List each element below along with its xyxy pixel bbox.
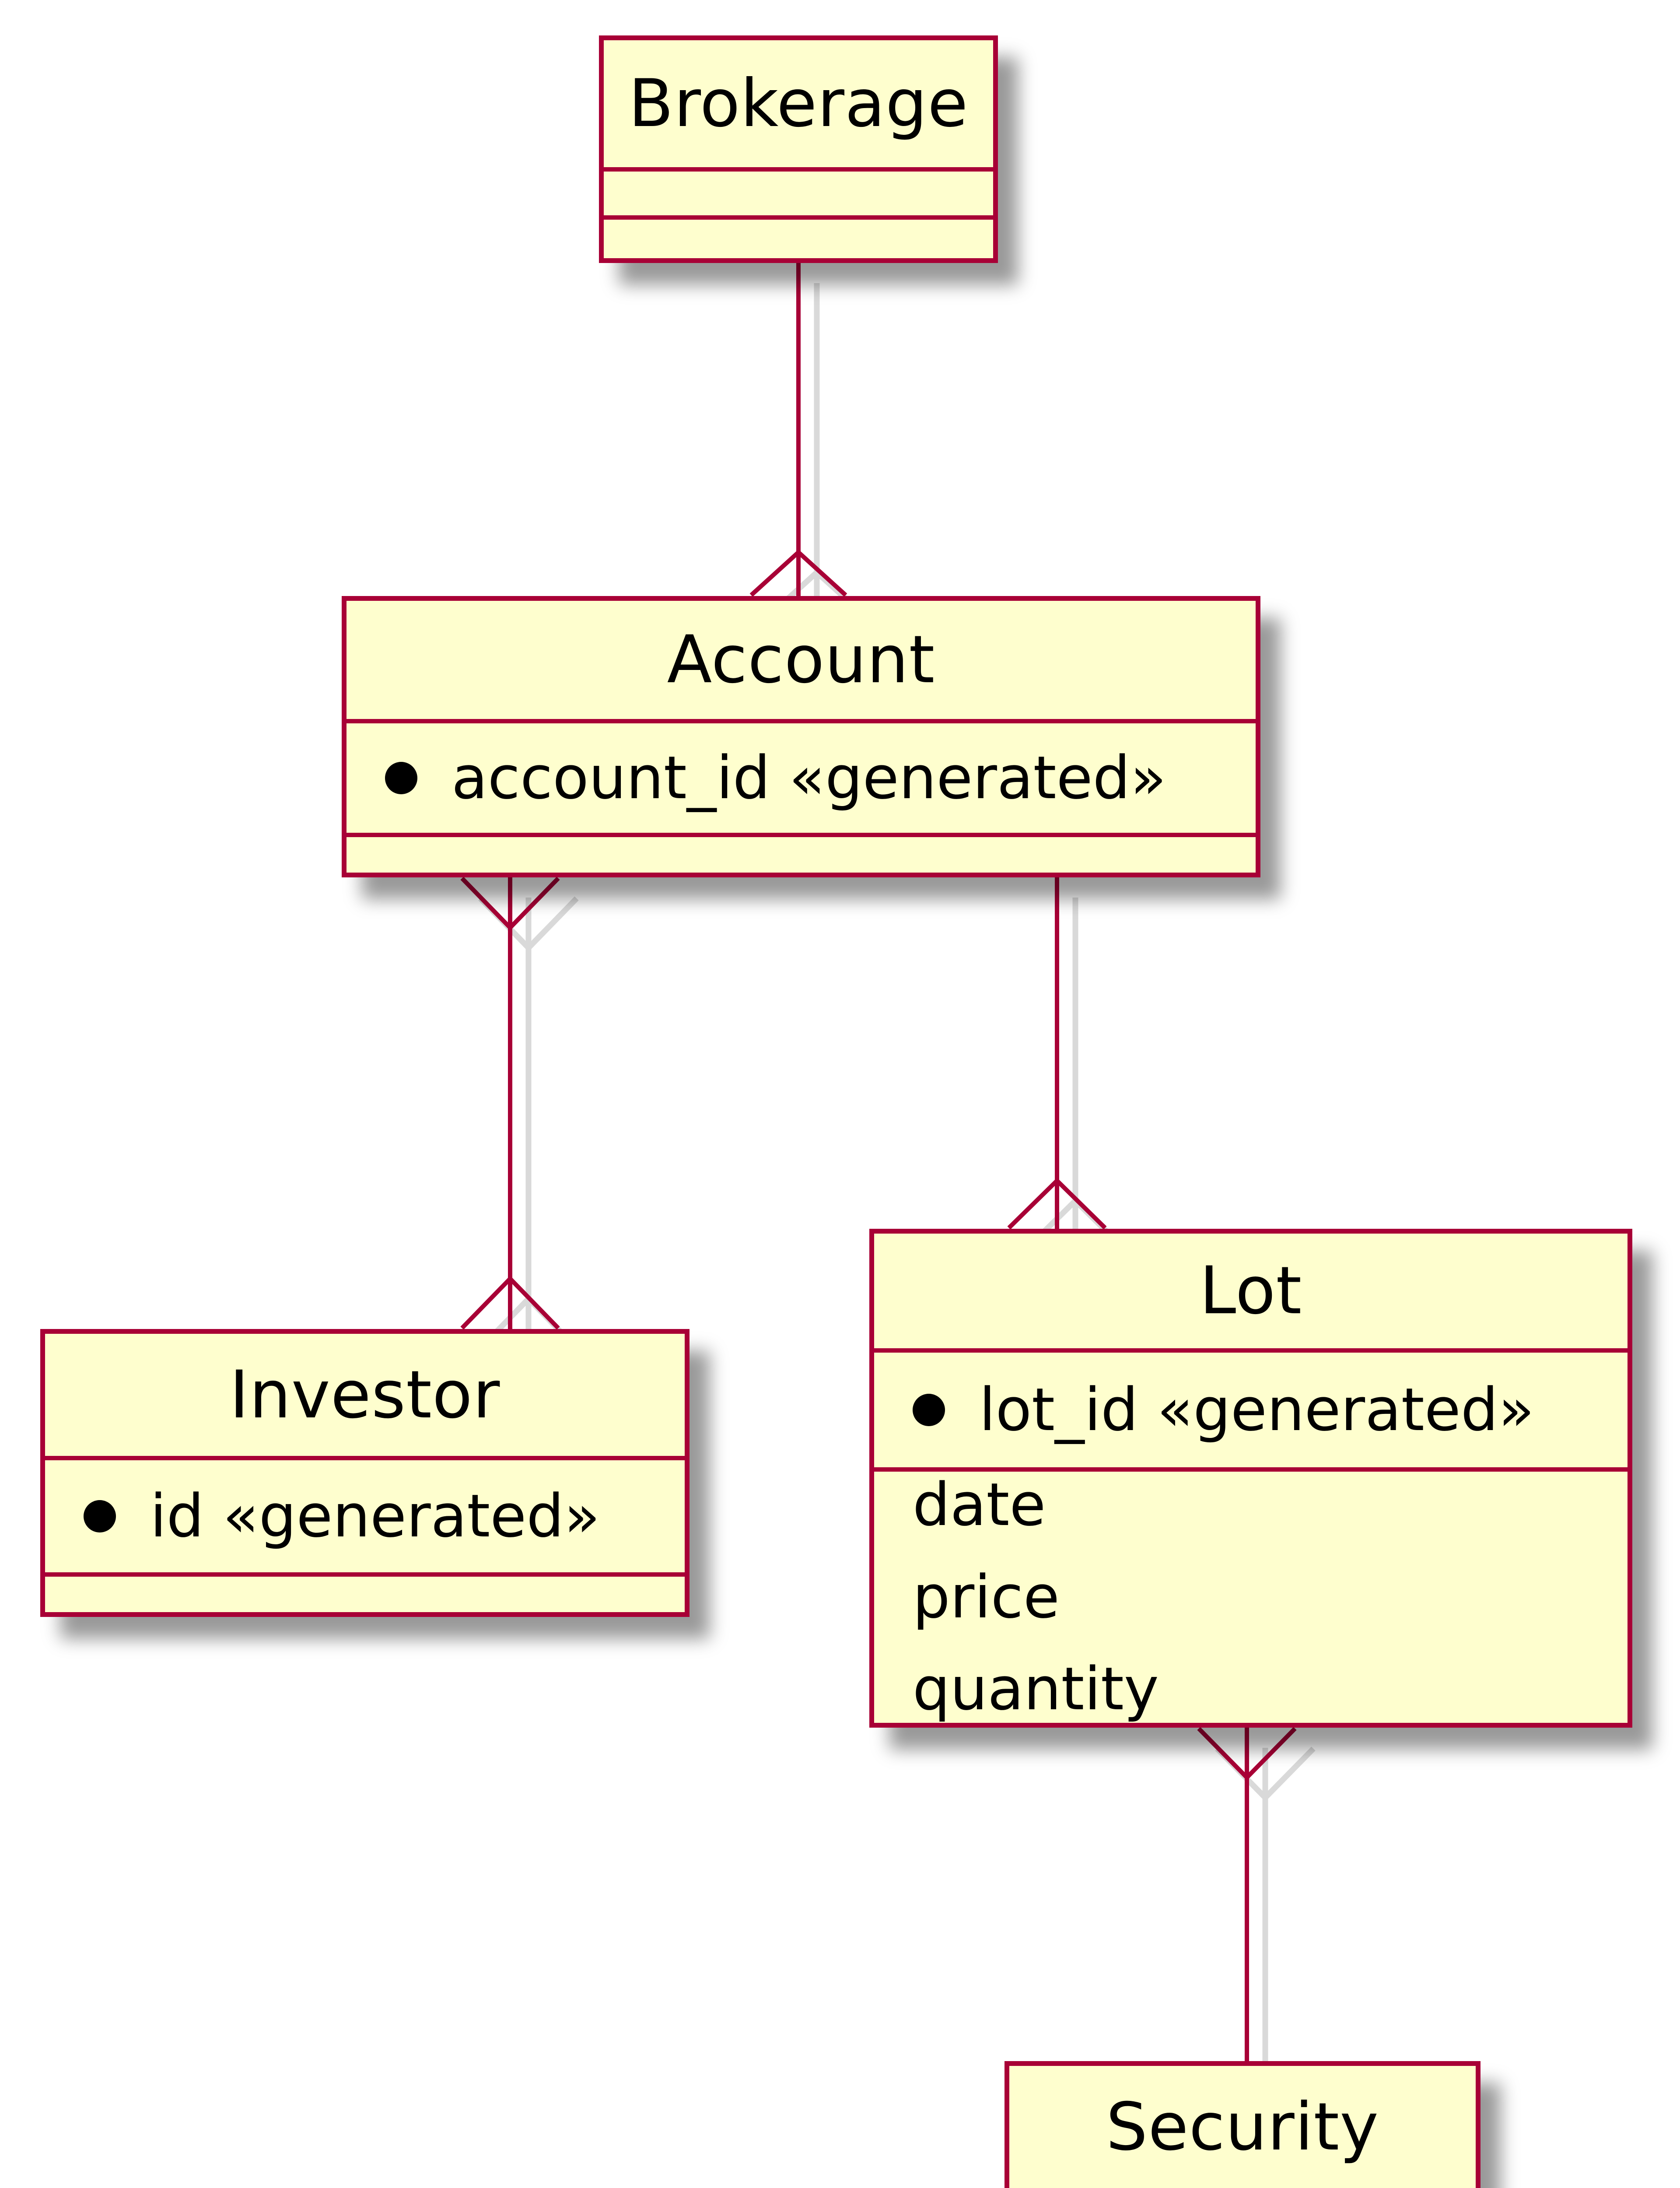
fields-compartment: lot_id «generated» (874, 1348, 1628, 1467)
crows-foot-lot-bottom (1197, 1727, 1297, 1781)
connector-account-investor (460, 877, 560, 1330)
empty-methods-compartment (45, 1572, 685, 1612)
field-text: id «generated» (150, 1481, 600, 1550)
class-title-compartment: Account (346, 601, 1256, 719)
attribute-row: quantity (874, 1652, 1628, 1723)
class-title-compartment: Investor (45, 1334, 685, 1456)
class-name-brokerage: Brokerage (628, 66, 969, 142)
attributes-compartment: date price quantity (874, 1467, 1628, 1723)
fields-compartment: id «generated» (45, 1456, 685, 1572)
class-box-security: Security ticker price_history (1004, 2061, 1480, 2188)
field-text: lot_id «generated» (979, 1375, 1535, 1444)
class-title-compartment: Lot (874, 1234, 1628, 1348)
filled-circle-icon (913, 1394, 945, 1426)
class-box-account: Account account_id «generated» (342, 596, 1260, 877)
crows-foot-lot-top (1007, 1177, 1107, 1230)
field-text: account_id «generated» (452, 743, 1166, 812)
attribute-text: quantity (913, 1655, 1159, 1723)
connector-shadows (478, 283, 1316, 2081)
crows-foot-investor-top (460, 1275, 560, 1330)
crows-foot-account-top (749, 549, 847, 597)
class-name-lot: Lot (1199, 1253, 1302, 1329)
class-name-account: Account (667, 622, 935, 698)
class-box-brokerage: Brokerage (599, 35, 998, 263)
attribute-text: price (913, 1562, 1060, 1631)
class-title-compartment: Brokerage (604, 40, 993, 167)
class-box-investor: Investor id «generated» (40, 1329, 690, 1617)
field-row: lot_id «generated» (874, 1373, 1628, 1447)
connector-brokerage-account (749, 263, 847, 597)
filled-circle-icon (84, 1500, 116, 1532)
filled-circle-icon (385, 762, 417, 794)
attribute-row: date (874, 1470, 1628, 1542)
fields-compartment: account_id «generated» (346, 719, 1256, 833)
crows-foot-account-bottom (460, 877, 560, 931)
class-box-lot: Lot lot_id «generated» date price quanti… (869, 1229, 1632, 1728)
class-title-compartment: Security (1009, 2066, 1476, 2188)
empty-methods-compartment (346, 833, 1256, 873)
connector-account-lot (1007, 877, 1107, 1230)
field-row: account_id «generated» (346, 741, 1256, 815)
connector-lot-security (1197, 1727, 1297, 2061)
class-name-investor: Investor (229, 1357, 500, 1433)
empty-methods-compartment (604, 215, 993, 258)
empty-fields-compartment (604, 167, 993, 215)
field-row: id «generated» (45, 1480, 685, 1553)
attribute-row: price (874, 1560, 1628, 1634)
attribute-text: date (913, 1470, 1046, 1539)
class-name-security: Security (1106, 2089, 1379, 2165)
